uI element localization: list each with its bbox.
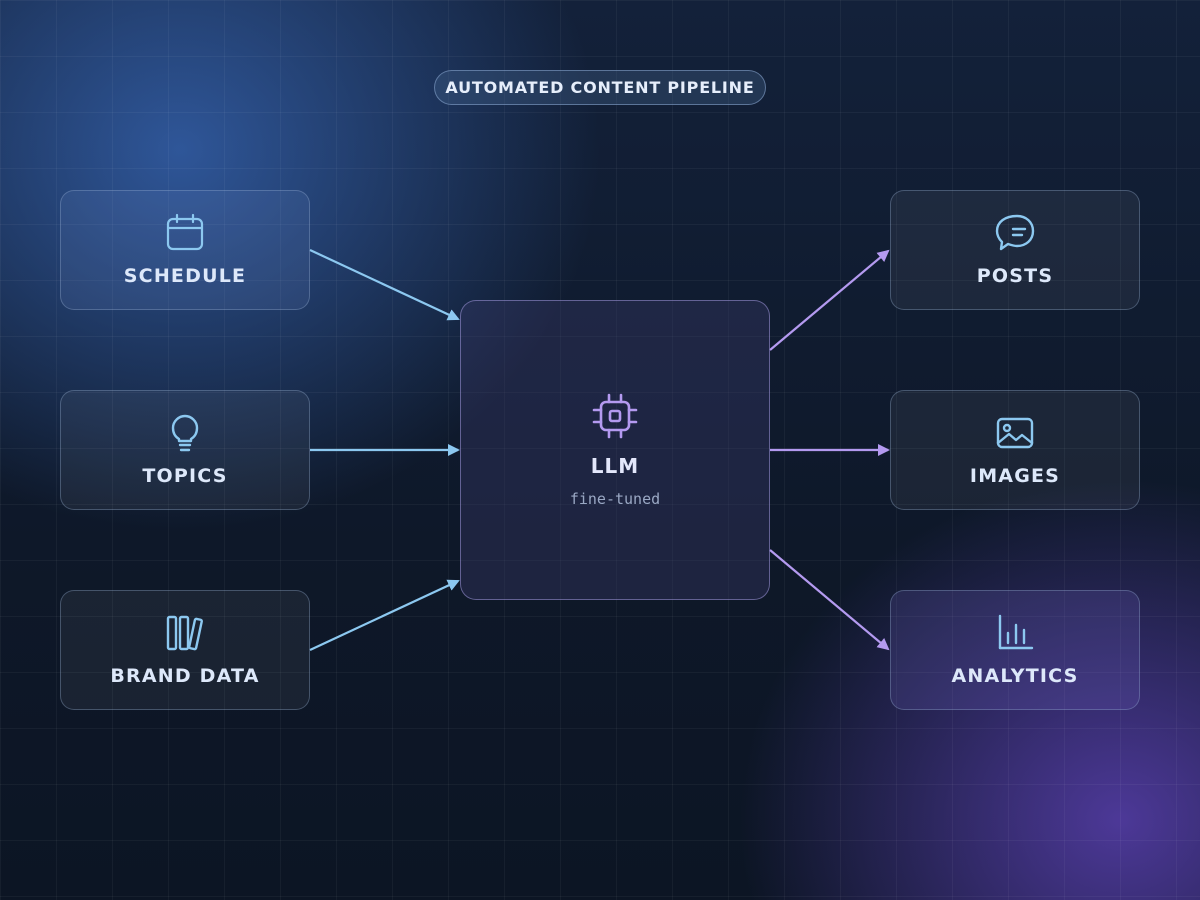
node-label: TOPICS — [142, 465, 228, 487]
chip-icon — [592, 393, 638, 439]
llm-label: LLM — [590, 454, 640, 478]
node-posts[interactable]: POSTS — [890, 190, 1140, 310]
pipeline-title-badge: AUTOMATED CONTENT PIPELINE — [434, 70, 766, 105]
books-icon — [166, 615, 203, 651]
chat-bubble-icon — [995, 214, 1035, 251]
node-analytics[interactable]: ANALYTICS — [890, 590, 1140, 710]
lightbulb-icon — [171, 414, 199, 452]
edge-brand-data-to-llm — [309, 579, 460, 651]
node-llm[interactable]: LLM fine-tuned — [460, 300, 770, 600]
bar-chart-icon — [998, 614, 1034, 650]
node-label: POSTS — [976, 265, 1054, 287]
node-schedule[interactable]: SCHEDULE — [60, 190, 310, 310]
node-label: BRAND DATA — [110, 665, 260, 687]
node-label: SCHEDULE — [123, 265, 247, 287]
edge-llm-to-analytics — [769, 549, 890, 651]
node-brand-data[interactable]: BRAND DATA — [60, 590, 310, 710]
edge-schedule-to-llm — [309, 249, 460, 321]
calendar-icon — [166, 213, 204, 251]
image-icon — [996, 417, 1034, 449]
node-label: IMAGES — [969, 465, 1061, 487]
llm-sublabel: fine-tuned — [569, 490, 661, 508]
node-images[interactable]: IMAGES — [890, 390, 1140, 510]
edge-llm-to-posts — [769, 249, 890, 351]
node-label: ANALYTICS — [951, 665, 1079, 687]
node-topics[interactable]: TOPICS — [60, 390, 310, 510]
